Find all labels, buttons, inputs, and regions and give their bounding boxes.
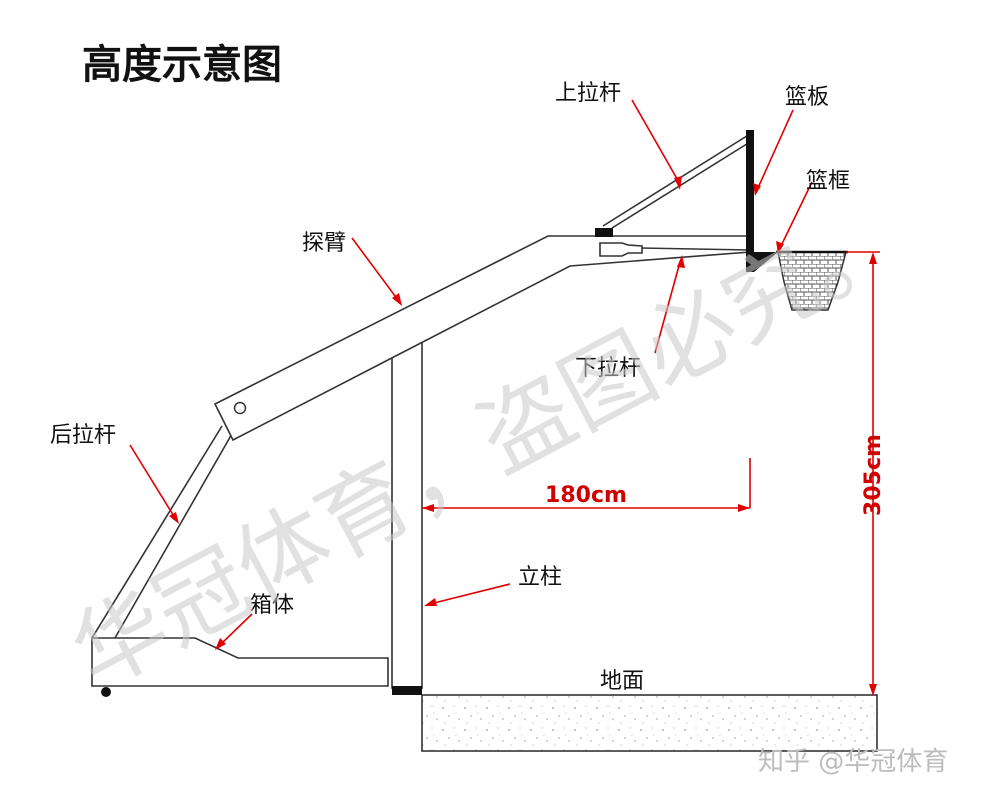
lower-pull-rod xyxy=(639,247,751,251)
lower-rod-turnbuckle xyxy=(599,242,643,257)
ground-slab xyxy=(421,694,878,752)
diagram-title: 高度示意图 xyxy=(82,42,282,88)
upper-rod-mount xyxy=(595,228,613,237)
label-column: 立柱 xyxy=(518,565,562,590)
label-ground: 地面 xyxy=(600,669,644,694)
reach-dimension-label: 180cm xyxy=(545,483,627,508)
rear-pull-rod-inner xyxy=(114,431,234,639)
label-upper-pull-rod: 上拉杆 xyxy=(555,81,621,106)
upper-pull-rod-inner xyxy=(611,141,751,229)
rim-bracket xyxy=(754,252,778,272)
watermark: 华冠体育，盗图必究。 xyxy=(55,183,918,709)
box-body xyxy=(91,637,389,687)
pivot-hole-icon xyxy=(233,401,247,415)
reach-dimension: 180cm xyxy=(422,458,751,512)
label-boom-arm: 探臂 xyxy=(302,231,346,256)
rear-pull-rod xyxy=(91,425,223,639)
credit-text: 知乎 @华冠体育 xyxy=(758,747,948,777)
column-foot-plate xyxy=(392,686,422,695)
column xyxy=(391,341,423,689)
label-backboard: 篮板 xyxy=(785,85,829,110)
label-box-body: 箱体 xyxy=(250,593,294,618)
leader-lines xyxy=(129,99,813,650)
wheel xyxy=(101,687,111,697)
label-lower-pull-rod: 下拉杆 xyxy=(575,356,641,381)
label-rim: 篮框 xyxy=(806,169,850,194)
height-dimension: 305cm xyxy=(846,251,886,696)
label-rear-pull-rod: 后拉杆 xyxy=(50,423,116,448)
height-dimension-label: 305cm xyxy=(861,434,886,516)
backboard xyxy=(746,130,754,272)
